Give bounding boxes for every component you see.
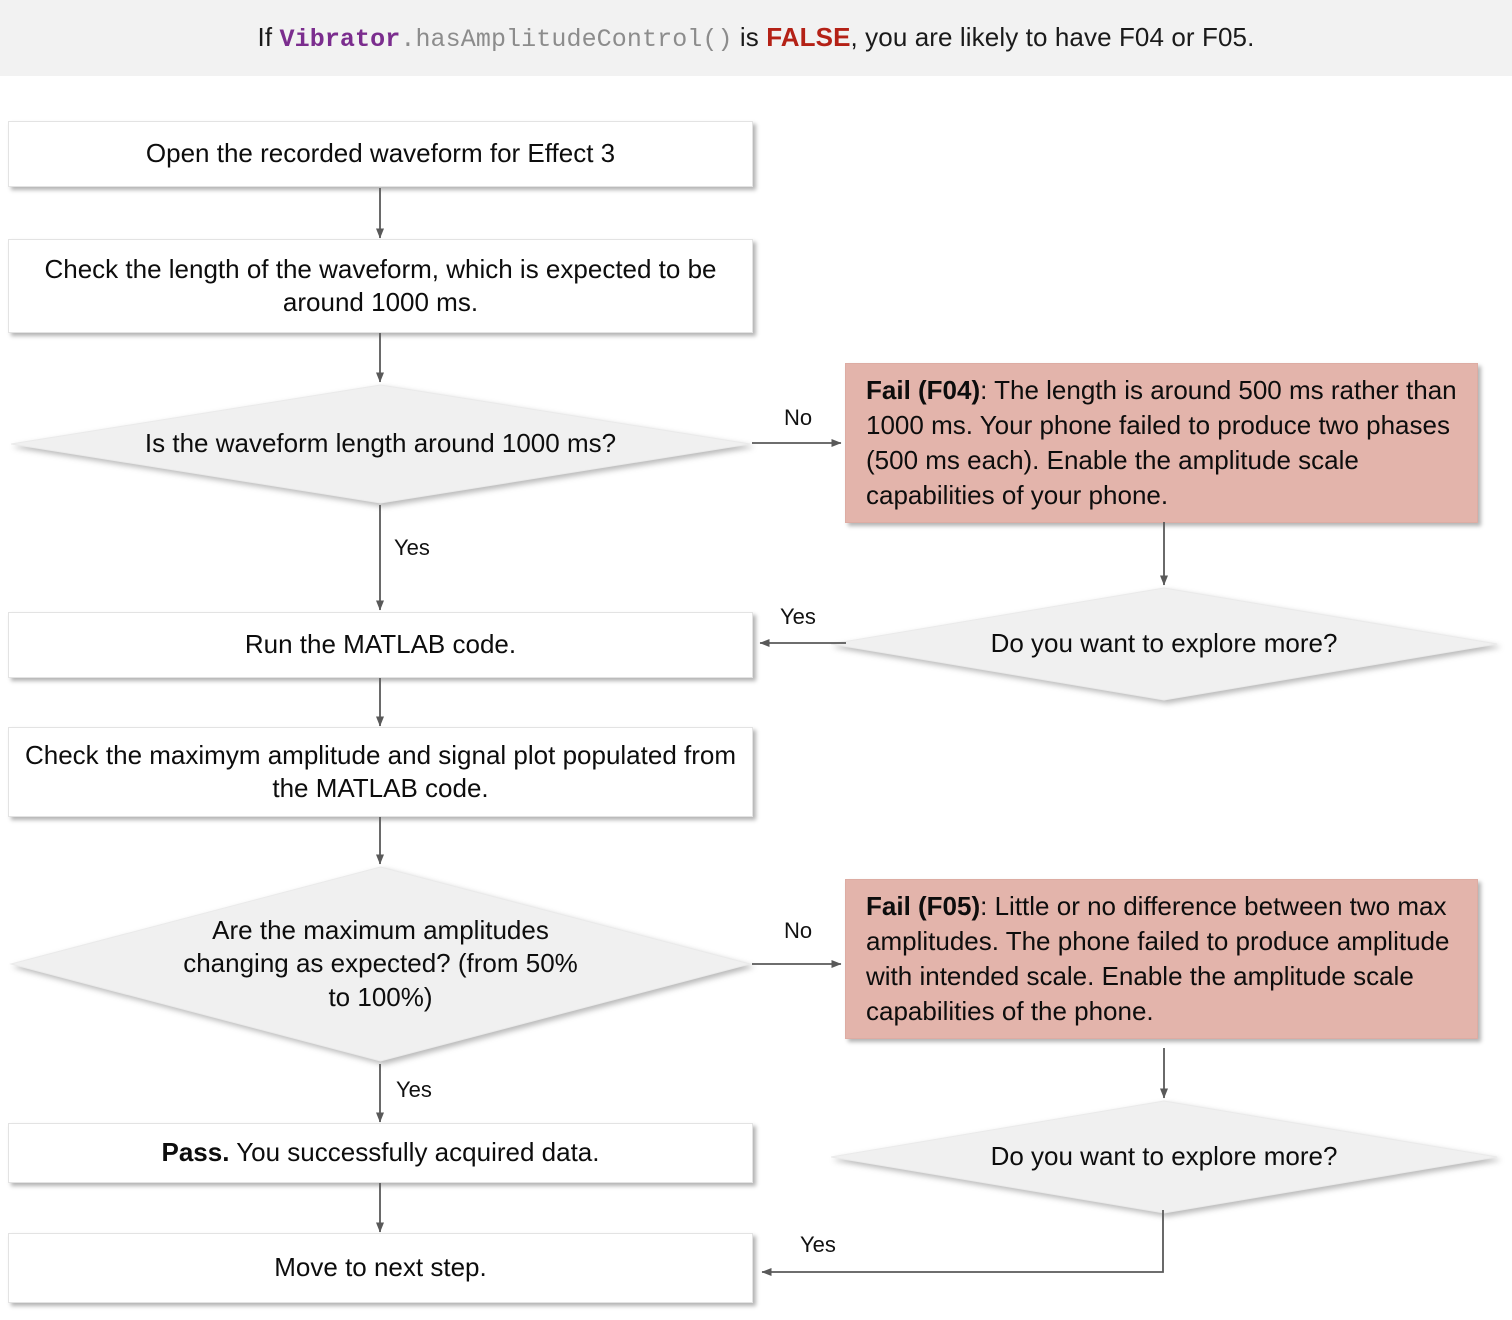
node-next-step[interactable]: Move to next step.	[8, 1233, 753, 1303]
diamond-shape	[830, 587, 1498, 701]
node-decide-waveform-length[interactable]: Is the waveform length around 1000 ms?	[8, 382, 753, 506]
node-check-amplitude[interactable]: Check the maximym amplitude and signal p…	[8, 727, 753, 817]
edge-label-length-yes: Yes	[394, 535, 430, 560]
node-next-step-label: Move to next step.	[274, 1252, 487, 1283]
node-decide-amplitude-label: Are the maximum amplitudes changing as e…	[183, 915, 578, 1012]
node-fail-f05-text: : Little or no difference between two ma…	[866, 890, 1450, 1027]
diamond-shape	[10, 384, 751, 504]
edge-label-length-no: No	[784, 405, 813, 430]
diamond-shape	[9, 866, 752, 1062]
node-explore-more-2-label: Do you want to explore more?	[990, 1141, 1338, 1172]
node-fail-f05-code: Fail (F05)	[866, 890, 981, 921]
header-middle: is	[732, 22, 767, 52]
code-method-name: .hasAmplitudeControl()	[400, 25, 733, 54]
edge-label-explore2-yes: Yes	[800, 1232, 836, 1257]
node-check-length-label: Check the length of the waveform, which …	[44, 253, 717, 317]
node-decide-amplitude[interactable]: Are the maximum amplitudes changing as e…	[8, 864, 753, 1064]
node-pass-label: Pass.	[161, 1137, 230, 1168]
node-check-length[interactable]: Check the length of the waveform, which …	[8, 239, 753, 333]
header-suffix: , you are likely to have F04 or F05.	[850, 22, 1255, 52]
code-class-name: Vibrator	[279, 25, 401, 54]
node-fail-f04-text: : The length is around 500 ms rather tha…	[866, 374, 1457, 511]
node-fail-f04[interactable]: Fail (F04): The length is around 500 ms …	[845, 363, 1478, 523]
node-run-matlab-label: Run the MATLAB code.	[244, 629, 517, 660]
header-statement: If Vibrator.hasAmplitudeControl() is FAL…	[258, 22, 1255, 54]
node-explore-more-1-label: Do you want to explore more?	[990, 628, 1338, 659]
edge-label-amplitude-no: No	[784, 918, 813, 943]
node-pass[interactable]: Pass. You successfully acquired data.	[8, 1123, 753, 1183]
node-decide-waveform-length-label: Is the waveform length around 1000 ms?	[144, 428, 617, 459]
edge-label-amplitude-yes: Yes	[396, 1077, 432, 1102]
node-open-waveform[interactable]: Open the recorded waveform for Effect 3	[8, 121, 753, 187]
header-banner: If Vibrator.hasAmplitudeControl() is FAL…	[0, 0, 1512, 76]
keyword-false: FALSE	[766, 22, 851, 52]
node-pass-text: You successfully acquired data.	[229, 1137, 600, 1168]
node-explore-more-2[interactable]: Do you want to explore more?	[828, 1098, 1500, 1216]
edge-label-explore1-yes: Yes	[780, 604, 816, 629]
node-fail-f05[interactable]: Fail (F05): Little or no difference betw…	[845, 879, 1478, 1039]
node-run-matlab[interactable]: Run the MATLAB code.	[8, 612, 753, 678]
node-open-waveform-label: Open the recorded waveform for Effect 3	[145, 138, 616, 169]
node-check-amplitude-label: Check the maximym amplitude and signal p…	[24, 739, 737, 803]
header-prefix: If	[257, 22, 280, 52]
node-fail-f04-code: Fail (F04)	[866, 374, 981, 405]
node-explore-more-1[interactable]: Do you want to explore more?	[828, 585, 1500, 703]
diamond-shape	[830, 1100, 1498, 1214]
